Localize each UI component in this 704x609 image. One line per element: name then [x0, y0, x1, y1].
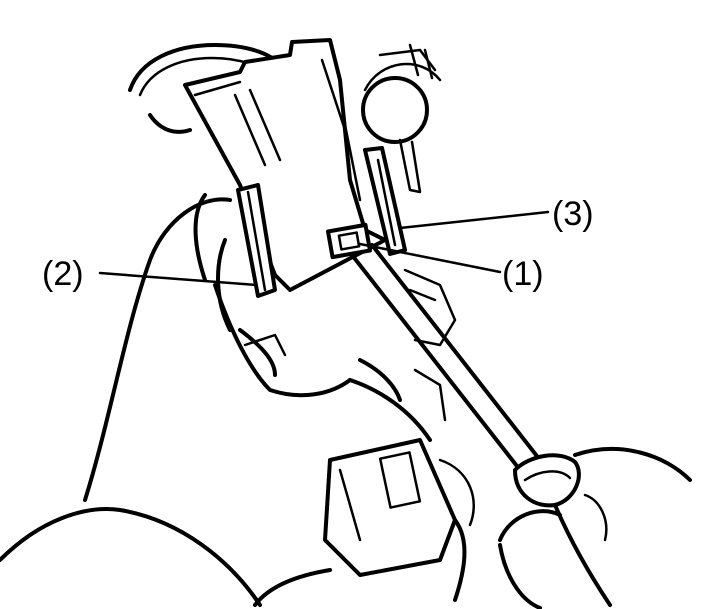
bracket-plate — [183, 38, 387, 298]
right-hand-drawing — [498, 447, 692, 609]
callout-2: (2) — [42, 255, 84, 293]
screwdriver-drawing — [350, 243, 581, 508]
clip-tab — [326, 222, 372, 260]
leader-line-2 — [98, 271, 258, 287]
switch-assembly — [361, 43, 442, 256]
lower-connector-drawing — [253, 268, 475, 607]
callout-1: (1) — [502, 255, 544, 293]
leader-line-1 — [358, 242, 502, 274]
leader-line-3 — [398, 210, 550, 230]
callout-3: (3) — [552, 195, 594, 233]
